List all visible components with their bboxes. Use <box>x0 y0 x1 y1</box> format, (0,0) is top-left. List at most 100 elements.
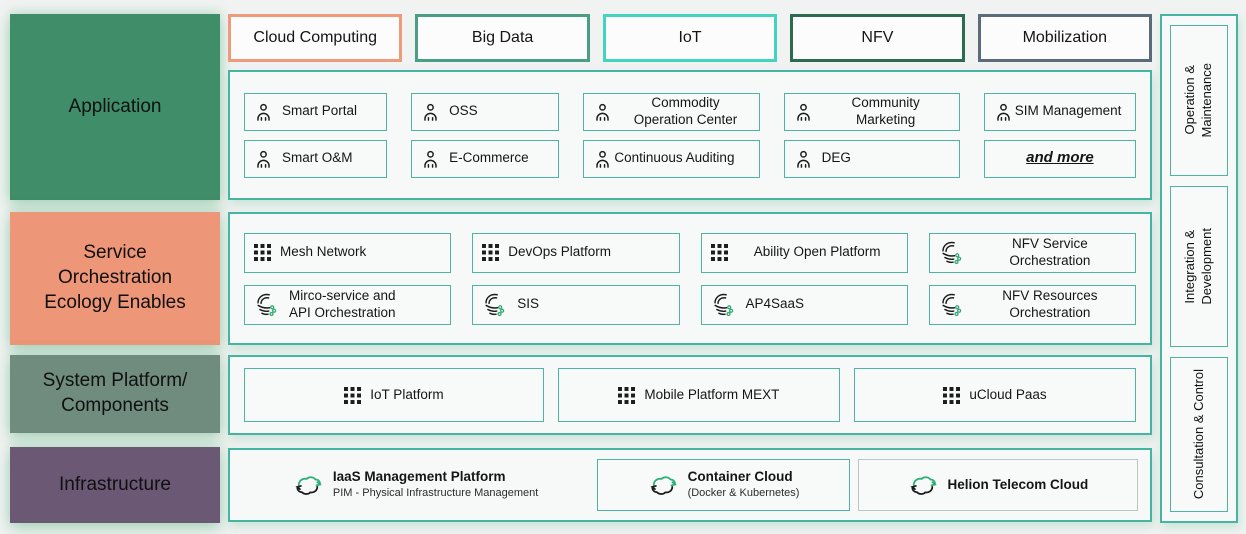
service-orchestration-section: Mesh Network DevOps Platform Ability Ope… <box>228 212 1152 345</box>
platform-item-label: Mobile Platform MEXT <box>644 386 780 402</box>
app-item-smart-om: Smart O&M <box>244 139 388 178</box>
sidebar-item-label: Consultation & Control <box>1190 369 1206 500</box>
svc-item-label: NFV Resources Orchestration <box>1002 287 1098 320</box>
stream-swirl-icon <box>711 292 737 318</box>
layer-label-system-platform: System Platform/ Components <box>10 355 220 433</box>
svc-item-mesh-network: Mesh Network <box>244 232 452 273</box>
svc-item-ability-open-platform: Ability Open Platform <box>700 232 908 273</box>
stream-swirl-icon <box>939 292 965 318</box>
tab-mobilization[interactable]: Mobilization <box>977 14 1153 62</box>
person-icon <box>593 149 612 169</box>
app-item-continuous-auditing: Continuous Auditing <box>583 139 760 178</box>
infra-item-subtitle: (Docker & Kubernetes) <box>687 487 800 500</box>
svc-item-label: DevOps Platform <box>508 244 612 260</box>
layer-label-column: Application Service Orchestration Ecolog… <box>10 14 220 523</box>
grid-icon <box>482 244 500 261</box>
app-item-commodity-operation-center: Commodity Operation Center <box>583 92 760 131</box>
architecture-diagram: Application Service Orchestration Ecolog… <box>10 14 1238 523</box>
tab-big-data[interactable]: Big Data <box>415 14 590 62</box>
person-icon <box>794 102 813 122</box>
person-icon <box>593 102 612 122</box>
svc-item-label: Ability Open Platform <box>753 244 881 260</box>
infra-item-subtitle: PIM - Physical Infrastructure Management <box>332 487 539 500</box>
person-icon <box>254 102 273 122</box>
cloud-sync-icon <box>648 474 678 497</box>
person-icon <box>794 149 813 169</box>
sidebar-item-consultation-control: Consultation & Control <box>1170 356 1228 512</box>
tab-cloud-computing[interactable]: Cloud Computing <box>228 14 403 62</box>
grid-icon <box>943 386 961 404</box>
app-item-label: OSS <box>449 103 478 119</box>
layer-label-infrastructure: Infrastructure <box>10 447 220 523</box>
sidebar-item-label: Operation & Maintenance <box>1182 63 1214 138</box>
cloud-sync-icon <box>293 474 323 497</box>
infra-item-text: Helion Telecom Cloud <box>948 477 1089 494</box>
app-item-e-commerce: E-Commerce <box>411 139 560 178</box>
app-item-smart-portal: Smart Portal <box>244 92 388 131</box>
grid-icon <box>344 386 362 404</box>
app-item-oss: OSS <box>411 92 560 131</box>
app-item-and-more: and more <box>983 139 1136 178</box>
grid-icon <box>254 244 271 261</box>
svc-item-sis: SIS <box>472 284 680 325</box>
app-item-label: DEG <box>821 150 851 166</box>
stream-swirl-icon <box>254 292 280 318</box>
app-item-label: E-Commerce <box>449 150 529 166</box>
svc-item-label: AP4SaaS <box>745 296 805 312</box>
svc-item-label: Mesh Network <box>280 244 367 260</box>
person-icon <box>421 102 440 122</box>
application-section: Smart Portal OSS Commodity Operation Cen… <box>228 70 1152 200</box>
app-item-label: Continuous Auditing <box>614 150 735 166</box>
infra-item-text: IaaS Management Platform PIM - Physical … <box>333 469 538 500</box>
tab-nfv[interactable]: NFV <box>790 14 965 62</box>
sidebar-item-integration-development: Integration & Development <box>1170 186 1228 347</box>
tab-iot[interactable]: IoT <box>602 14 778 62</box>
infra-item-title: Container Cloud <box>687 469 793 485</box>
platform-item-iot-platform: IoT Platform <box>244 368 544 422</box>
person-icon <box>994 102 1013 122</box>
and-more-label: and more <box>1026 149 1094 167</box>
person-icon <box>254 149 273 169</box>
sidebar-item-operation-maintenance: Operation & Maintenance <box>1170 25 1228 177</box>
platform-item-mobile-platform-mext: Mobile Platform MEXT <box>557 368 840 422</box>
svc-item-label: SIS <box>517 296 540 312</box>
infra-item-container-cloud: Container Cloud (Docker & Kubernetes) <box>597 459 850 511</box>
grid-icon <box>710 244 728 261</box>
infra-item-text: Container Cloud (Docker & Kubernetes) <box>688 469 800 500</box>
stream-swirl-icon <box>939 240 965 266</box>
grid-icon <box>618 386 636 404</box>
layer-label-application: Application <box>10 14 220 200</box>
cloud-sync-icon <box>908 474 938 497</box>
app-item-label: Community Marketing <box>851 94 920 127</box>
svc-item-label: NFV Service Orchestration <box>1009 235 1091 268</box>
app-item-community-marketing: Community Marketing <box>783 92 960 131</box>
svc-item-ap4saas: AP4SaaS <box>700 284 908 325</box>
svc-item-devops-platform: DevOps Platform <box>472 232 680 273</box>
svc-item-label: Mirco-service and API Orchestration <box>289 287 396 320</box>
infrastructure-section: IaaS Management Platform PIM - Physical … <box>228 448 1152 522</box>
lifecycle-sidebar-frame: Operation & Maintenance Integration & De… <box>1160 14 1238 523</box>
system-platform-section: IoT Platform Mobile Platform MEXT uCloud… <box>228 355 1152 435</box>
infra-item-iaas-management-platform: IaaS Management Platform PIM - Physical … <box>242 459 589 511</box>
person-icon <box>421 149 440 169</box>
app-item-sim-management: SIM Management <box>983 92 1136 131</box>
app-item-deg: DEG <box>783 139 960 178</box>
app-item-label: Smart Portal <box>282 103 358 119</box>
lifecycle-sidebar: Operation & Maintenance Integration & De… <box>1160 14 1238 523</box>
diagram-body: Cloud Computing Big Data IoT NFV Mobiliz… <box>228 14 1153 523</box>
infra-item-title: Helion Telecom Cloud <box>947 476 1089 492</box>
stream-swirl-icon <box>482 292 508 318</box>
svc-item-nfv-service-orchestration: NFV Service Orchestration <box>928 232 1136 273</box>
app-item-label: Smart O&M <box>282 150 353 166</box>
app-item-label: Commodity Operation Center <box>633 94 738 127</box>
platform-item-ucloud-paas: uCloud Paas <box>853 368 1136 422</box>
platform-item-label: IoT Platform <box>370 386 444 402</box>
svc-item-microservice-api-orchestration: Mirco-service and API Orchestration <box>244 284 452 325</box>
infra-item-title: IaaS Management Platform <box>332 469 506 485</box>
domain-tabs: Cloud Computing Big Data IoT NFV Mobiliz… <box>228 14 1153 62</box>
sidebar-item-label: Integration & Development <box>1182 228 1214 305</box>
infra-item-helion-telecom-cloud: Helion Telecom Cloud <box>857 459 1138 511</box>
app-item-label: SIM Management <box>1014 103 1122 119</box>
layer-label-service-orchestration: Service Orchestration Ecology Enables <box>10 212 220 345</box>
platform-item-label: uCloud Paas <box>969 386 1047 402</box>
